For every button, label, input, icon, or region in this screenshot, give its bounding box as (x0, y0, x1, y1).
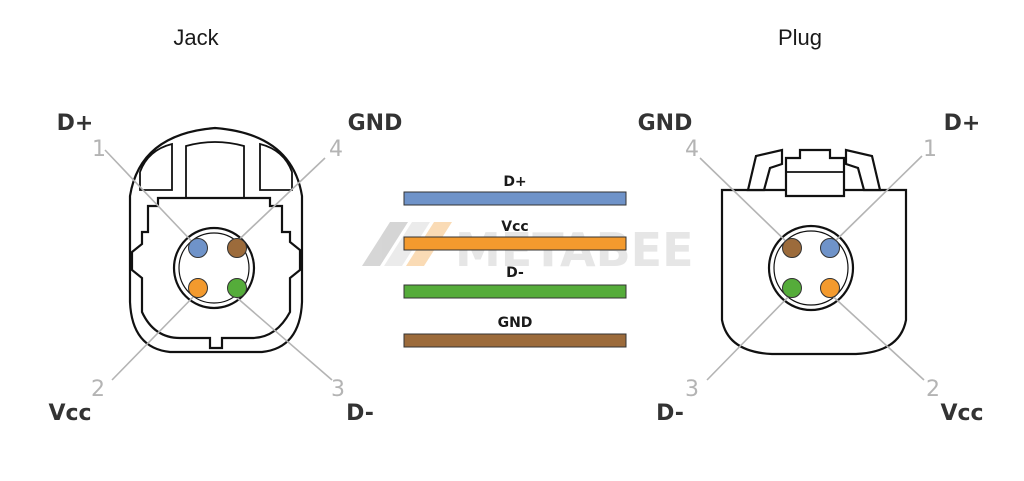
plug-pin-number: 3 (685, 377, 699, 402)
plug-signal-label: D- (656, 401, 684, 426)
jack-pin-ring-inner (178, 232, 250, 304)
jack-right-window (259, 142, 293, 191)
jack-connector: 1 4 2 3 D+ GND Vcc D- (48, 111, 402, 426)
jack-pin-number: 2 (91, 377, 105, 402)
plug-latch (784, 148, 846, 198)
plug-pin-1-dplus (820, 238, 840, 258)
wire-label: D- (506, 265, 524, 281)
jack-pin-2-vcc (188, 278, 208, 298)
wire-label: GND (498, 315, 533, 331)
wire-legend: D+ Vcc D- GND (403, 174, 627, 348)
wire-vcc (403, 236, 627, 251)
jack-leader-2 (111, 289, 201, 381)
jack-signal-label: D+ (57, 111, 94, 136)
jack-pin-3-dminus (227, 278, 247, 298)
jack-signal-label: GND (348, 111, 403, 136)
jack-pin-1-dplus (188, 238, 208, 258)
plug-pin-number: 1 (923, 137, 937, 162)
plug-signal-label: D+ (944, 111, 981, 136)
plug-leader-4 (699, 157, 796, 251)
jack-leader-1 (104, 149, 201, 251)
jack-pin-4-gnd (227, 238, 247, 258)
jack-center-pillar (185, 141, 245, 198)
plug-leader-3 (706, 289, 796, 381)
plug-pin-ring (767, 224, 855, 312)
plug-pin-ring-inner (773, 230, 849, 306)
plug-connector: 4 1 3 2 GND D+ D- Vcc (638, 111, 984, 426)
wire-gnd (403, 333, 627, 348)
plug-pin-number: 2 (926, 377, 940, 402)
wire-label: Vcc (501, 219, 528, 235)
wire-dplus (403, 191, 627, 206)
jack-leader-3 (227, 289, 333, 381)
plug-pin-4-gnd (782, 238, 802, 258)
wire-dminus (403, 284, 627, 299)
plug-leader-2 (825, 289, 925, 381)
jack-pin-number: 1 (92, 137, 106, 162)
plug-pin-2-vcc (820, 278, 840, 298)
plug-pin-number: 4 (685, 137, 699, 162)
plug-title: Plug (778, 25, 822, 50)
jack-leader-4 (227, 157, 326, 251)
plug-signal-label: Vcc (940, 401, 983, 426)
jack-title: Jack (173, 25, 219, 50)
plug-leader-1 (825, 155, 923, 251)
wire-label: D+ (503, 174, 526, 190)
jack-pin-number: 3 (331, 377, 345, 402)
plug-latch-housing (746, 148, 784, 192)
plug-latch-housing-right (844, 148, 882, 192)
plug-pin-3-dminus (782, 278, 802, 298)
jack-pin-number: 4 (329, 137, 343, 162)
plug-signal-label: GND (638, 111, 693, 136)
jack-signal-label: D- (346, 401, 374, 426)
jack-left-window (139, 142, 173, 191)
jack-signal-label: Vcc (48, 401, 91, 426)
